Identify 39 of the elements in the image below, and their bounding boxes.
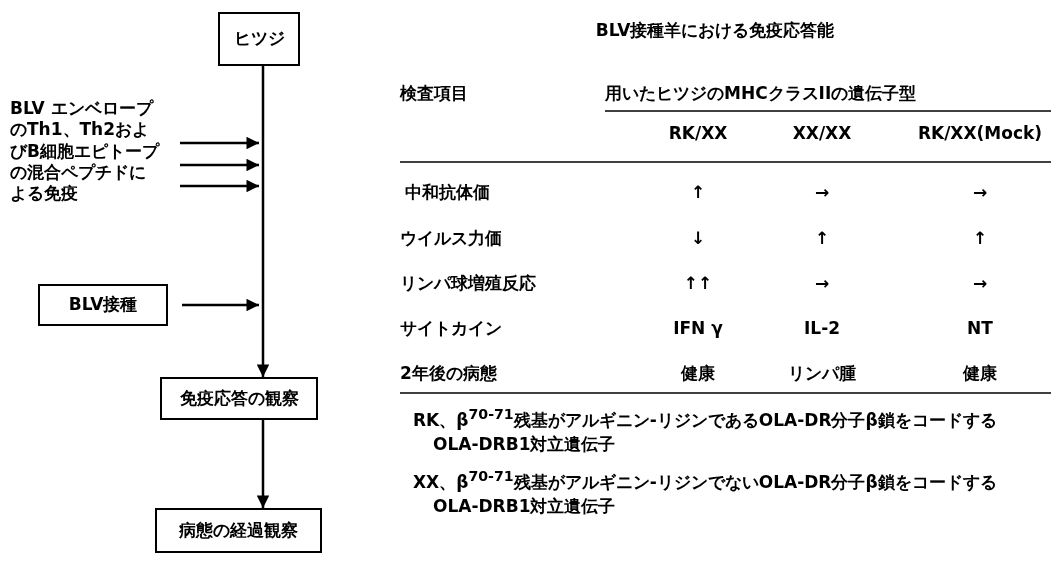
table-cell: 健康 xyxy=(681,362,715,384)
table-cell: → xyxy=(972,272,988,294)
table-cell: ↑↑ xyxy=(683,272,713,294)
arrow xyxy=(256,66,270,377)
table-cell: リンパ腫 xyxy=(788,362,856,384)
table-cell: ↑ xyxy=(814,227,830,249)
row-label: 中和抗体価 xyxy=(405,181,490,203)
table-cell: IFN γ xyxy=(673,317,723,339)
table-cell: ↓ xyxy=(690,227,706,249)
row-label: リンパ球増殖反応 xyxy=(400,272,536,294)
process-box: BLV接種 xyxy=(38,284,168,326)
table-cell: → xyxy=(972,181,988,203)
table-cell: ↑ xyxy=(690,181,706,203)
process-box: 病態の経過観察 xyxy=(155,508,322,553)
footnote: XX、β$^{70-71}$残基がアルギニン-リジンでないOLA-DR分子β鎖をコードするOLA-DRB1対立遺伝子 xyxy=(413,467,998,519)
arrow xyxy=(180,136,259,150)
table-cell: IL-2 xyxy=(804,317,840,339)
row-label: サイトカイン xyxy=(400,317,502,339)
column-header: XX/XX xyxy=(792,122,852,144)
arrow xyxy=(256,420,270,508)
row-label: 2年後の病態 xyxy=(400,362,497,384)
column-header: RK/XX(Mock) xyxy=(917,122,1043,144)
process-box: 免疫応答の観察 xyxy=(160,377,318,420)
column-header: 用いたヒツジのMHCクラスIIの遺伝子型 xyxy=(605,82,917,104)
table-cell: → xyxy=(814,181,830,203)
table-cell: ↑ xyxy=(972,227,988,249)
step-text: BLV エンベロープのTh1、Th2およびB細胞エピトープの混合ペプチドによる免疫 xyxy=(10,98,180,254)
row-label: ウイルス力価 xyxy=(400,227,502,249)
process-box: ヒツジ xyxy=(218,12,300,66)
column-header: RK/XX xyxy=(668,122,728,144)
table-cell: NT xyxy=(967,317,993,339)
footnote: RK、β$^{70-71}$残基がアルギニン-リジンであるOLA-DR分子β鎖をコードするOLA-DRB1対立遺伝子 xyxy=(413,405,998,457)
column-header: 検査項目 xyxy=(400,82,468,104)
arrow xyxy=(182,298,259,312)
table-cell: 健康 xyxy=(963,362,997,384)
arrow xyxy=(180,179,259,193)
arrow xyxy=(180,158,259,172)
table-title: BLV接種羊における免疫応答能 xyxy=(595,19,835,41)
table-cell: → xyxy=(814,272,830,294)
